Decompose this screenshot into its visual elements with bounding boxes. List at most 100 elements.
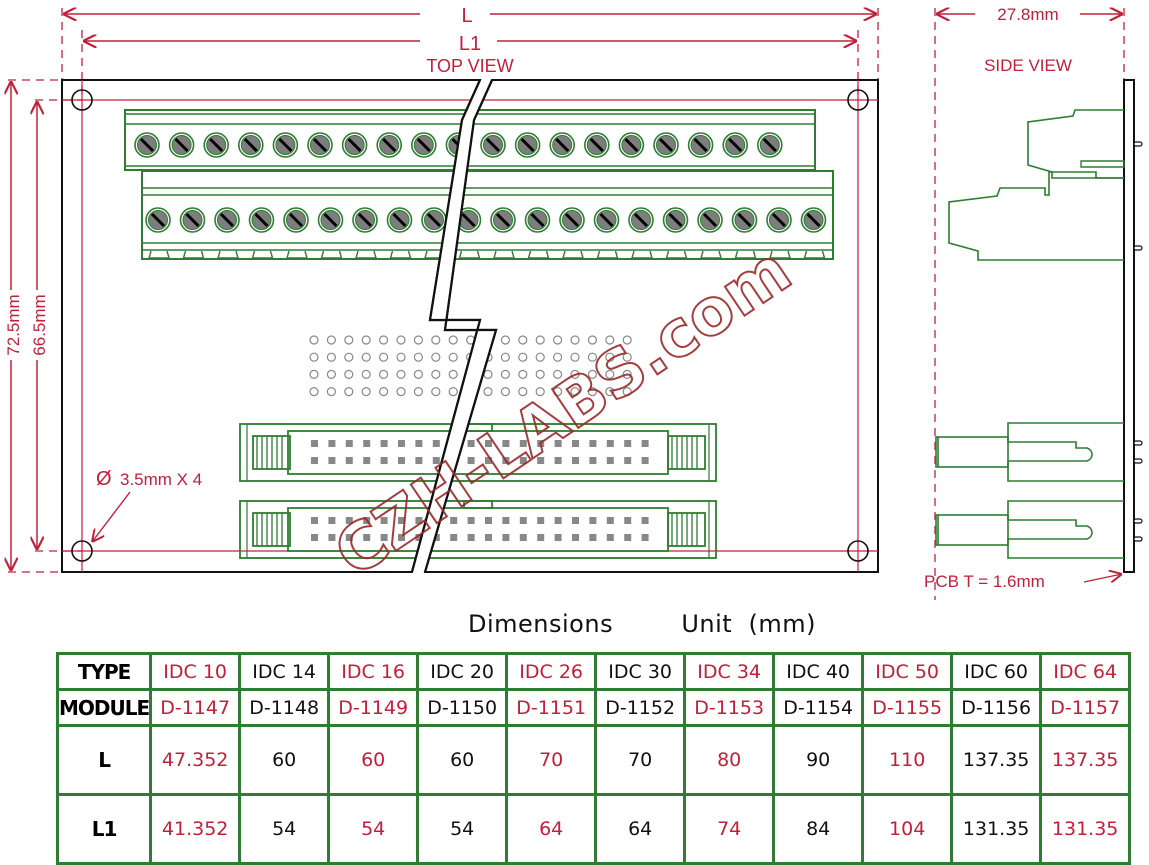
mounting-hole [71,89,93,111]
idc-pin [537,534,545,541]
idc-pin [415,534,423,541]
idc-pin [345,457,353,464]
proto-hole [518,369,528,379]
table-cell: D-1150 [416,688,509,727]
screw-icon [352,207,378,233]
proto-hole [431,387,441,397]
terminal-foot [217,250,239,259]
proto-hole [448,387,458,397]
idc-pin [328,534,336,541]
proto-hole [605,352,615,362]
proto-hole [552,369,563,379]
row-header: MODULE [55,688,153,727]
proto-hole [587,387,598,397]
idc-pin [572,517,579,524]
idc-pin [328,517,336,524]
table-cell: D-1156 [950,688,1043,727]
proto-hole [500,352,510,362]
dimension-L: L [61,5,879,80]
idc-pin [311,440,318,447]
proto-hole [587,335,598,345]
idc-pin [624,534,632,541]
screw-icon [618,132,645,158]
screw-icon [559,207,585,233]
idc-pin [432,457,440,464]
idc-pin [554,440,562,447]
proto-hole [379,369,389,379]
proto-hole [309,387,319,397]
idc-pin [589,534,597,541]
proto-hole [570,387,580,397]
table-cell: IDC 40 [772,652,865,691]
table-cell: IDC 60 [950,652,1043,691]
proto-hole [518,335,528,345]
proto-hole [570,352,580,362]
screw-icon [307,132,333,158]
proto-hole [344,335,354,345]
screw-icon [628,207,654,233]
idc-connectors [239,423,717,559]
idc-pin [537,517,545,524]
screw-icon [179,207,206,233]
terminal-foot [700,250,722,259]
proto-hole [379,387,389,397]
side-view: 27.8mm SIDE VIEW PCB T = 1.6mm [924,5,1143,600]
idc-pin [311,457,318,464]
idc-pin [589,457,597,464]
terminal-foot [286,250,308,259]
idc-pin [415,517,423,524]
idc-profile-top [1007,422,1124,482]
table-cell: D-1157 [1039,688,1132,727]
idc-pin [519,517,527,524]
idc-pin [641,534,649,541]
table-cell: 90 [772,724,865,796]
idc-pin [572,534,579,541]
screw-icon [480,132,506,158]
table-cell: 70 [505,724,598,796]
idc-pin [624,440,632,447]
proto-hole [431,352,441,362]
idc-pin [398,457,405,464]
proto-hole [379,352,389,362]
row-header: L1 [55,793,153,865]
table-cell: IDC 26 [505,652,598,691]
proto-hole [518,352,528,362]
idc-pin [345,440,353,447]
proto-hole [396,335,406,345]
table-cell: IDC 34 [683,652,776,691]
proto-hole [309,369,319,379]
proto-hole [622,335,632,345]
screw-icon [386,207,413,233]
table-cell: 110 [861,724,954,796]
table-cell: D-1149 [327,688,420,727]
terminal-foot [562,250,584,259]
terminal-foot [493,250,515,259]
table-cell: D-1148 [238,688,331,727]
idc-pin [502,440,510,447]
screw-icon [168,132,195,158]
table-cell: 137.35 [950,724,1043,796]
table-cell: 131.35 [1039,793,1132,865]
proto-hole [413,335,423,345]
table-cell: IDC 64 [1039,652,1132,691]
mounting-hole [71,540,93,562]
screw-icon [800,207,827,233]
table-cell: 80 [683,724,776,796]
table-cell: D-1151 [505,688,598,727]
idc-pin [485,517,492,524]
terminal-foot [596,250,619,259]
table-cell: 60 [238,724,331,796]
screw-icon [145,207,171,233]
terminal-foot [389,250,412,259]
screw-icon [376,132,403,158]
proto-hole [535,369,545,379]
screw-icon [593,207,620,233]
screw-icon [653,132,679,158]
screw-icon [410,132,437,158]
terminal-foot [458,250,481,259]
proto-hole [309,335,319,345]
proto-hole [605,335,615,345]
